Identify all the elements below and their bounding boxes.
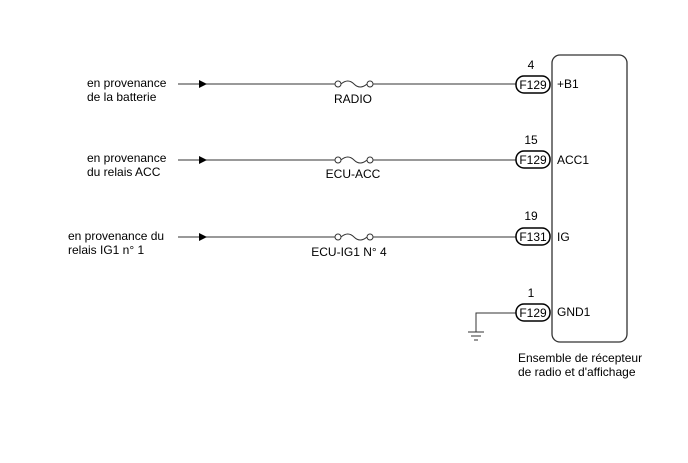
source-label-line1: en provenance <box>87 151 167 165</box>
circuit-acc: en provenance du relais ACC ECU-ACC 15 F… <box>87 133 589 181</box>
connector-badge <box>515 75 551 94</box>
connector-badge <box>515 303 551 322</box>
source-label-line1: en provenance du <box>68 229 164 243</box>
terminal-label: GND1 <box>557 305 591 319</box>
connector-label: F129 <box>519 306 547 320</box>
arrow-icon <box>199 80 207 88</box>
pin-number: 15 <box>524 133 538 147</box>
fuse-label: RADIO <box>334 92 372 106</box>
terminal-label: ACC1 <box>557 153 589 167</box>
connector-label: F129 <box>519 153 547 167</box>
fuse-icon <box>334 156 374 164</box>
connector-badge <box>515 150 551 169</box>
ground-icon <box>468 331 484 341</box>
component-name-line2: de radio et d'affichage <box>518 365 636 379</box>
connector-label: F131 <box>519 230 547 244</box>
pin-number: 4 <box>528 58 535 72</box>
fuse-icon <box>334 80 374 88</box>
wire <box>475 312 516 332</box>
circuit-battery: en provenance de la batterie RADIO 4 F12… <box>87 58 579 106</box>
connector-badge <box>515 227 551 246</box>
arrow-icon <box>199 156 207 164</box>
source-label-line2: du relais ACC <box>87 165 161 179</box>
arrow-icon <box>199 233 207 241</box>
component-name-line1: Ensemble de récepteur <box>518 351 642 365</box>
connector-label: F129 <box>519 78 547 92</box>
terminal-label: IG <box>557 230 570 244</box>
circuit-ground: 1 F129 GND1 <box>468 286 591 341</box>
pin-number: 19 <box>524 209 538 223</box>
terminal-label: +B1 <box>557 77 579 91</box>
pin-number: 1 <box>528 286 535 300</box>
fuse-label: ECU-IG1 N° 4 <box>311 245 387 259</box>
source-label-line2: de la batterie <box>87 90 157 104</box>
fuse-icon <box>334 233 374 241</box>
fuse-label: ECU-ACC <box>326 167 381 181</box>
source-label-line2: relais IG1 n° 1 <box>68 243 144 257</box>
source-label-line1: en provenance <box>87 76 167 90</box>
circuit-ig1: en provenance du relais IG1 n° 1 ECU-IG1… <box>68 209 570 259</box>
component-box <box>551 54 628 343</box>
